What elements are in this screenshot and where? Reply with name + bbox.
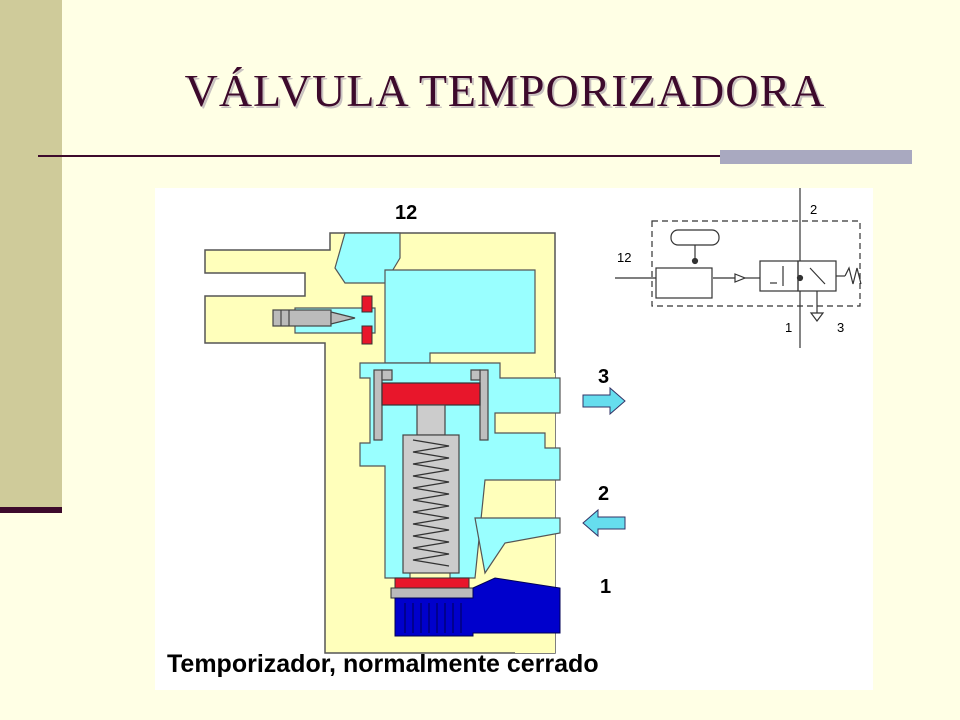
- title-divider: [38, 155, 910, 157]
- pneumatic-symbol: [615, 188, 862, 348]
- port-2-label: 2: [598, 483, 610, 505]
- left-accent-bar-cap: [0, 507, 62, 513]
- port-1-label: 1: [600, 576, 612, 598]
- exhaust-arrow: [582, 386, 626, 416]
- piston-seal: [381, 382, 481, 406]
- check-valve-seal-upper: [361, 295, 373, 313]
- piston-stem: [416, 404, 446, 436]
- throttle-screw: [272, 309, 356, 327]
- valve-diagram: 12 3 2 1 12 2 1 3 Temporizador, normalme…: [155, 188, 873, 690]
- port-12-label: 12: [395, 202, 418, 224]
- outlet-arrow: [582, 508, 626, 538]
- valve-cross-section-drawing: [204, 188, 862, 654]
- left-accent-bar: [0, 0, 62, 512]
- symbol-label-3: 3: [837, 320, 845, 335]
- valve-seat-seal: [394, 577, 470, 589]
- valve-poppet: [390, 587, 474, 599]
- title-divider-accent: [720, 150, 912, 164]
- slide-title: VÁLVULA TEMPORIZADORA: [184, 65, 826, 116]
- diagram-caption: Temporizador, normalmente cerrado: [167, 650, 599, 678]
- port-3-label: 3: [598, 366, 610, 388]
- symbol-label-12: 12: [617, 250, 632, 265]
- piston-chamber: [373, 369, 489, 441]
- inlet-pressure-zone: [394, 577, 561, 637]
- symbol-label-1: 1: [785, 320, 793, 335]
- inlet-plug-thread: [404, 603, 462, 633]
- spring-housing: [402, 434, 460, 574]
- check-valve-seal-lower: [361, 325, 373, 345]
- return-spring: [412, 439, 450, 567]
- symbol-label-2: 2: [810, 202, 818, 217]
